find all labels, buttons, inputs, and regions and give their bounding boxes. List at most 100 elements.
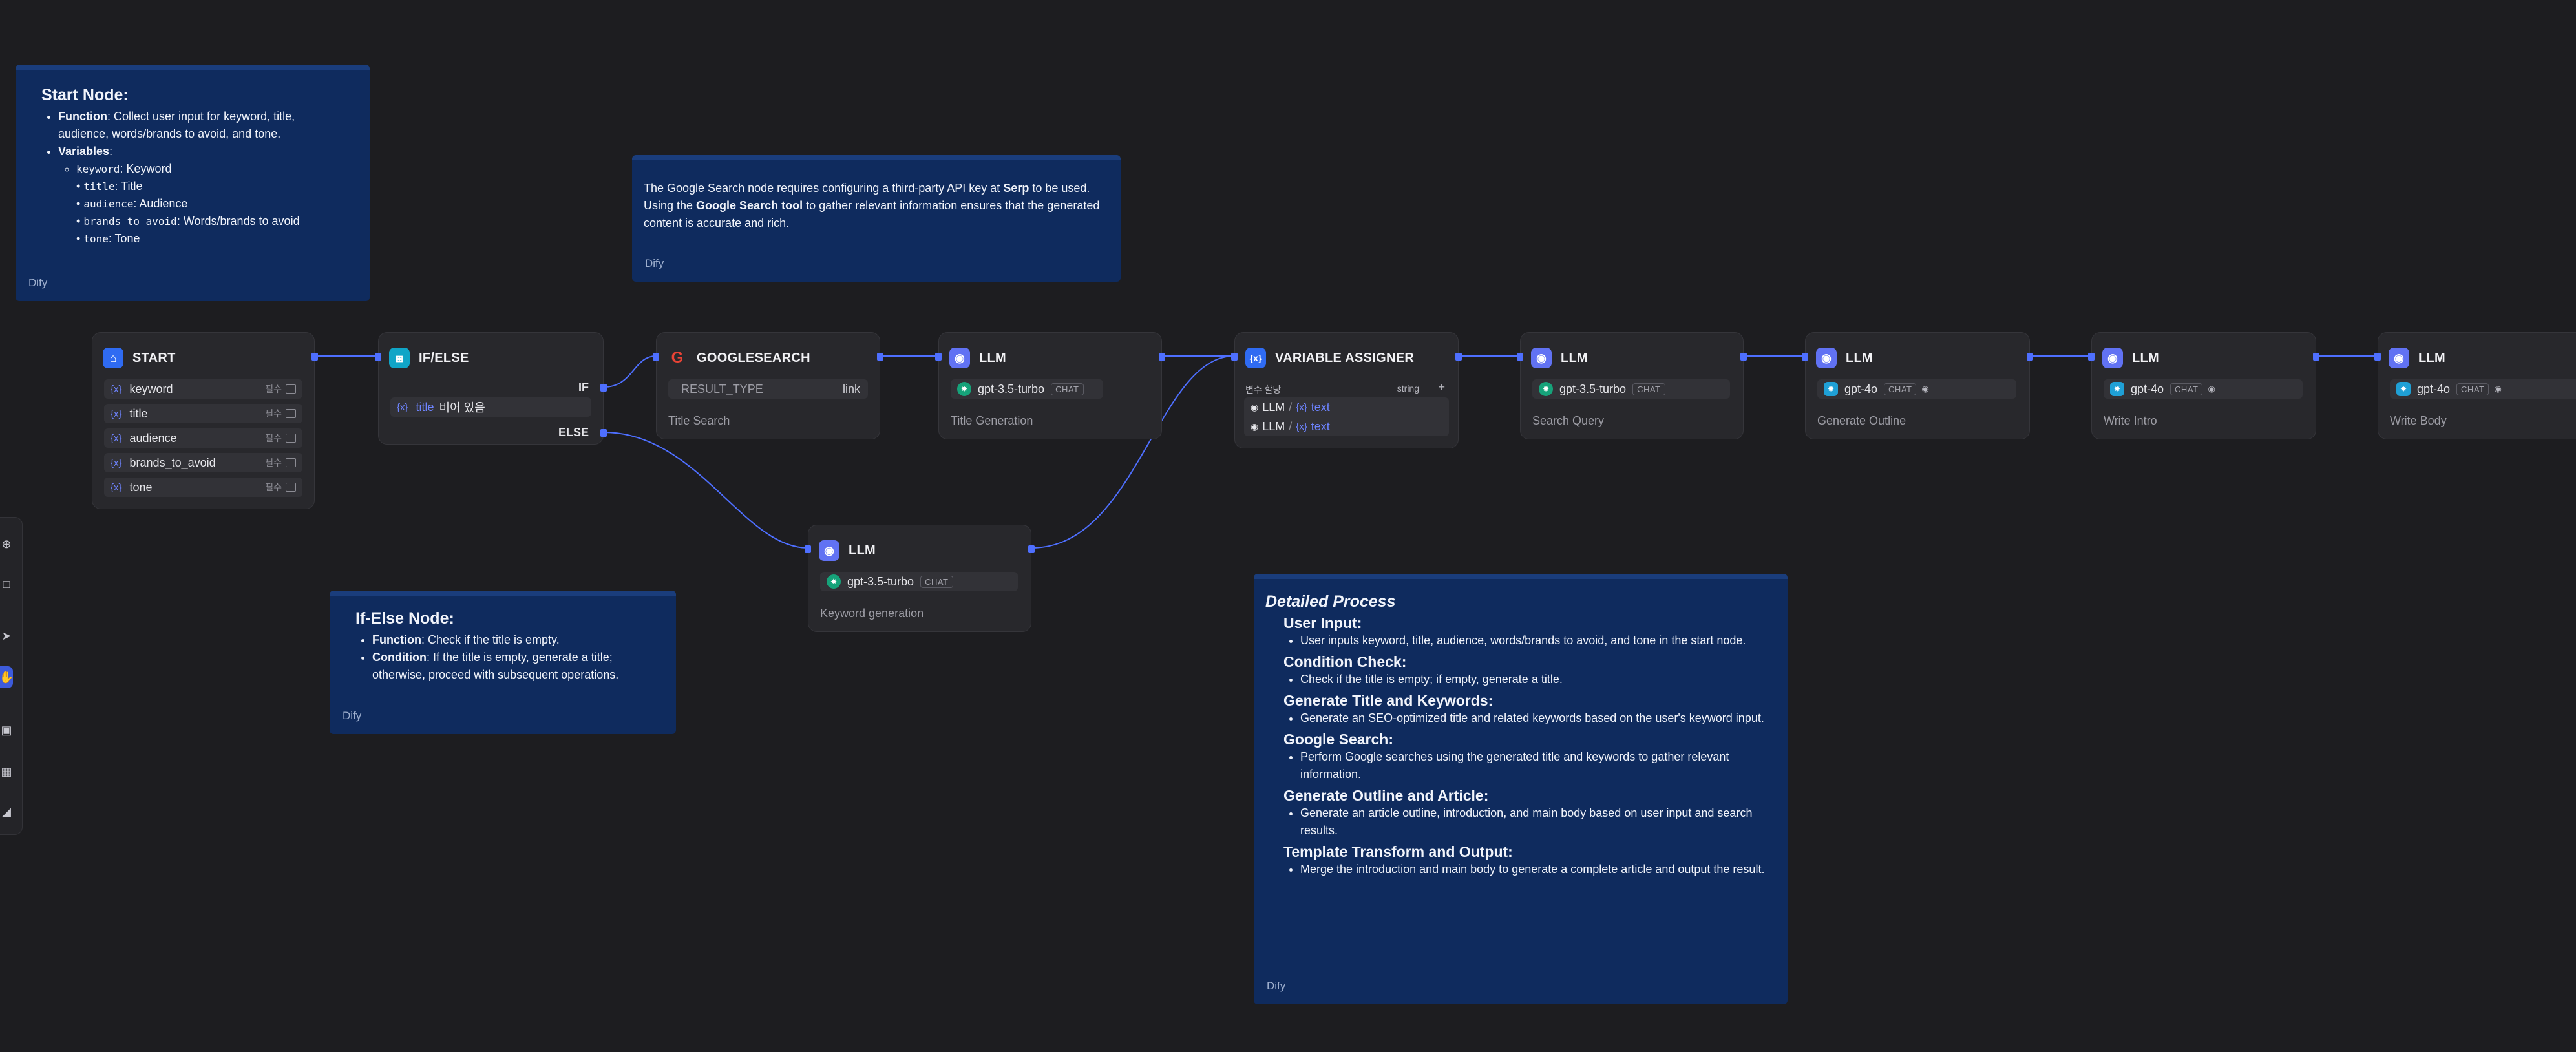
input-handle[interactable] xyxy=(805,545,811,553)
mode-badge: CHAT xyxy=(2456,383,2489,395)
assigner-label: 변수 할당 xyxy=(1245,384,1282,395)
mode-badge: CHAT xyxy=(1632,383,1665,395)
output-handle[interactable] xyxy=(2027,353,2033,361)
note-detailed-process[interactable]: Detailed Process User Input: User inputs… xyxy=(1254,574,1788,1004)
variable-icon: {x} xyxy=(111,432,122,444)
input-handle[interactable] xyxy=(2374,353,2381,361)
brain-icon: ◉ xyxy=(1531,348,1552,368)
input-handle[interactable] xyxy=(1517,353,1523,361)
add-note-icon[interactable]: □ xyxy=(3,577,10,591)
process-item: User inputs keyword, title, audience, wo… xyxy=(1300,632,1775,649)
node-description: Title Search xyxy=(668,414,730,427)
mode-badge: CHAT xyxy=(1051,383,1084,395)
brain-icon: ◉ xyxy=(2389,348,2409,368)
paragraph-type-icon xyxy=(286,458,296,467)
brain-icon: ◉ xyxy=(1816,348,1837,368)
variable-icon: {x} xyxy=(1296,401,1307,413)
note-google-search[interactable]: The Google Search node requires configur… xyxy=(632,155,1121,282)
assigner-item[interactable]: ◉LLM/{x}text xyxy=(1251,419,1330,433)
note-var: • audience: Audience xyxy=(76,197,188,210)
node-title: VARIABLE ASSIGNER xyxy=(1275,350,1415,365)
assigner-type: string xyxy=(1397,383,1419,394)
hand-icon[interactable]: ✋ xyxy=(0,666,14,688)
node-title: IF/ELSE xyxy=(419,350,469,365)
node-description: Keyword generation xyxy=(820,607,924,620)
vision-icon: ◉ xyxy=(2494,384,2502,394)
output-handle[interactable] xyxy=(1028,545,1035,553)
node-title: LLM xyxy=(1561,350,1588,365)
input-handle[interactable] xyxy=(2088,353,2095,361)
variable-icon: {x} xyxy=(111,383,122,395)
note-footer: Dify xyxy=(1267,980,1286,992)
process-heading: Condition Check: xyxy=(1283,653,1407,670)
branch-icon: ⧆ xyxy=(389,348,410,368)
assigner-item[interactable]: ◉LLM/{x}text xyxy=(1251,400,1330,414)
process-item: Merge the introduction and main body to … xyxy=(1300,861,1775,878)
input-handle[interactable] xyxy=(375,353,381,361)
node-description: Generate Outline xyxy=(1817,414,1906,427)
note-item-variables: Variables: keyword: Keyword • title: Tit… xyxy=(58,143,344,247)
note-item-function: Function: Collect user input for keyword… xyxy=(58,108,344,143)
mode-badge: CHAT xyxy=(2170,383,2203,395)
note-ifelse-node[interactable]: If-Else Node: Function: Check if the tit… xyxy=(330,591,676,734)
node-variable-assigner[interactable]: {x} VARIABLE ASSIGNER 변수 할당 string + ◉LL… xyxy=(1231,332,1462,448)
openai-icon: ✸ xyxy=(1824,382,1838,396)
minimap-icon[interactable]: ◢ xyxy=(2,805,11,818)
output-handle[interactable] xyxy=(1159,353,1165,361)
output-handle[interactable] xyxy=(877,353,883,361)
export-image-icon[interactable]: ▣ xyxy=(1,723,12,737)
node-title: LLM xyxy=(1846,350,1873,365)
output-handle[interactable] xyxy=(1455,353,1462,361)
add-variable-button[interactable]: + xyxy=(1438,381,1445,394)
brain-icon: ◉ xyxy=(1251,401,1259,412)
else-handle[interactable] xyxy=(600,429,607,437)
if-handle[interactable] xyxy=(600,384,607,392)
openai-icon: ✸ xyxy=(957,382,971,396)
paragraph-type-icon xyxy=(286,483,296,492)
variable-icon: {x} xyxy=(111,408,122,419)
organize-icon[interactable]: ▦ xyxy=(1,764,12,778)
input-handle[interactable] xyxy=(1231,353,1238,361)
node-description: Write Intro xyxy=(2104,414,2157,427)
edge-else-keyword xyxy=(603,432,808,549)
output-handle[interactable] xyxy=(1740,353,1747,361)
note-title: If-Else Node: xyxy=(355,609,454,627)
input-handle[interactable] xyxy=(1802,353,1808,361)
text-type-icon xyxy=(286,409,296,418)
process-item: Check if the title is empty; if empty, g… xyxy=(1300,671,1775,688)
node-title: LLM xyxy=(2132,350,2159,365)
input-handle[interactable] xyxy=(653,353,659,361)
pointer-icon[interactable]: ➤ xyxy=(1,629,12,642)
variable-icon: {x} xyxy=(397,401,408,413)
note-start-node[interactable]: Start Node: Function: Collect user input… xyxy=(16,65,370,301)
output-handle[interactable] xyxy=(2313,353,2319,361)
vision-icon: ◉ xyxy=(2208,384,2215,394)
note-item-function: Function: Check if the title is empty. xyxy=(372,631,650,649)
output-handle[interactable] xyxy=(311,353,318,361)
add-node-icon[interactable]: ⊕ xyxy=(1,537,12,551)
input-handle[interactable] xyxy=(935,353,942,361)
